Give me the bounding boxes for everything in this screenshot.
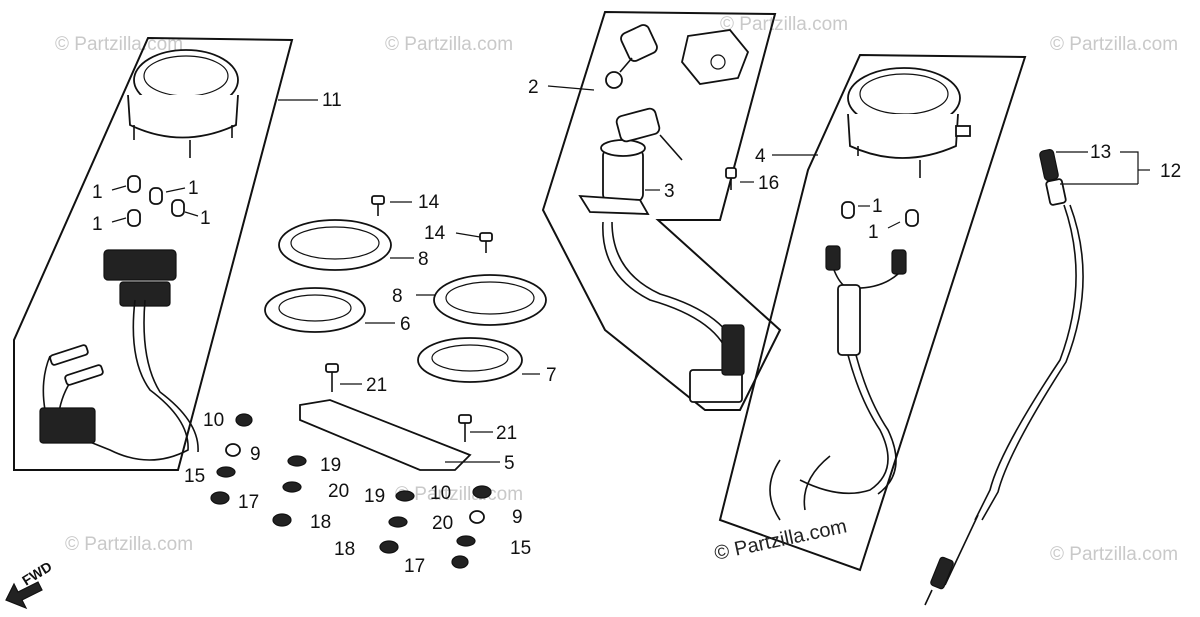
- watermark: © Partzilla.com: [385, 34, 513, 55]
- callout-1: 1: [868, 222, 879, 243]
- arrow-icon: [5, 581, 43, 610]
- speedometer-cable: [924, 149, 1084, 606]
- tacho-cable: [799, 354, 889, 495]
- callout-11: 11: [322, 90, 342, 111]
- socket-block: [103, 249, 177, 281]
- callout-5: 5: [504, 453, 515, 474]
- bezel-8-lower: [433, 274, 547, 326]
- callout-12: 12: [1160, 161, 1181, 182]
- callout-19: 19: [320, 455, 341, 476]
- switch-clamp: [681, 29, 750, 85]
- callout-4: 4: [755, 146, 766, 167]
- callout-3: 3: [664, 181, 675, 202]
- callout-17: 17: [404, 556, 425, 577]
- callout-10: 10: [203, 410, 224, 431]
- callout-19: 19: [364, 486, 385, 507]
- callout-1: 1: [92, 182, 103, 203]
- watermark: © Partzilla.com: [65, 534, 193, 555]
- ignition-cable: [602, 221, 731, 361]
- assembly-frame: [541, 10, 782, 411]
- callout-20: 20: [432, 513, 453, 534]
- watermark: © Partzilla.com: [720, 14, 848, 35]
- callout-9: 9: [250, 444, 261, 465]
- watermark: © Partzilla.com: [1050, 34, 1178, 55]
- callout-20: 20: [328, 481, 349, 502]
- callout-9: 9: [512, 507, 523, 528]
- callout-14: 14: [424, 223, 446, 244]
- forward-direction-indicator: FWD: [5, 558, 55, 610]
- callout-16: 16: [758, 173, 779, 194]
- tachometer-assembly-right: [718, 53, 1027, 572]
- callout-8: 8: [418, 249, 429, 270]
- watermark: © Partzilla.com: [1050, 544, 1178, 565]
- wiring-harness: [59, 299, 189, 461]
- ignition-connector: [689, 369, 743, 403]
- callout-13: 13: [1090, 142, 1111, 163]
- callout-1: 1: [872, 196, 883, 217]
- gauge-body: [127, 94, 239, 139]
- cable-sheath: [974, 204, 1077, 521]
- speedometer-assembly-left: [13, 36, 294, 471]
- assembly-frame: [718, 53, 1027, 572]
- callout-6: 6: [400, 314, 411, 335]
- watermark: © Partzilla.com: [395, 484, 523, 505]
- callout-10: 10: [430, 483, 451, 504]
- hardware-parts: [210, 413, 492, 569]
- cable-grommet: [837, 284, 861, 356]
- bezel-8-upper: [278, 219, 392, 271]
- bezel-parts: [264, 195, 547, 471]
- callout-labels: 11 1 1 1 1 14 14 8 8 6 7 21 21 5 10 9 15…: [92, 77, 1181, 577]
- bulb-group: [127, 175, 185, 227]
- ignition-switch-assembly: [541, 10, 782, 411]
- gauge-body: [847, 113, 959, 159]
- connector-block: [39, 407, 96, 444]
- callout-18: 18: [334, 539, 355, 560]
- watermark: © Partzilla.com: [55, 34, 183, 55]
- callout-7: 7: [546, 365, 557, 386]
- callout-15: 15: [510, 538, 531, 559]
- assembly-frame: [13, 36, 294, 471]
- callout-2: 2: [528, 77, 539, 98]
- watermarks: © Partzilla.com © Partzilla.com © Partzi…: [55, 14, 1178, 565]
- callout-8: 8: [392, 286, 403, 307]
- callout-1: 1: [200, 208, 211, 229]
- callout-18: 18: [310, 512, 331, 533]
- leader-lines: [111, 85, 1150, 463]
- callout-14: 14: [418, 192, 440, 213]
- callout-15: 15: [184, 466, 205, 487]
- bracket-5: [299, 399, 472, 471]
- callout-21: 21: [366, 375, 387, 396]
- watermark-main: © Partzilla.com: [712, 515, 848, 565]
- callout-21: 21: [496, 423, 517, 444]
- callout-1: 1: [92, 214, 103, 235]
- callout-17: 17: [238, 492, 259, 513]
- callout-1: 1: [188, 178, 199, 199]
